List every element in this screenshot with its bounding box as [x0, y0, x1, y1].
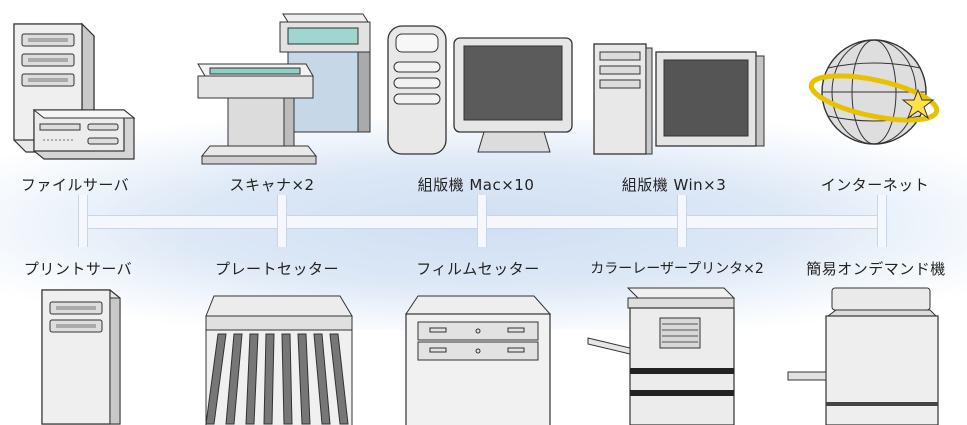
on-demand-printer-icon	[786, 284, 946, 425]
mac-computer-icon	[384, 22, 584, 162]
label-color-laser-printer: カラーレーザープリンタ×2	[590, 261, 764, 277]
label-print-server: プリントサーバ	[23, 260, 133, 278]
label-scanner: スキャナ×2	[229, 176, 315, 194]
filmsetter-icon	[404, 290, 554, 425]
connector-1	[78, 195, 88, 247]
label-typesetter-win: 組版機 Win×3	[621, 176, 727, 194]
label-on-demand: 簡易オンデマンド機	[806, 260, 946, 278]
color-laser-printer-icon	[584, 284, 754, 425]
label-file-server: ファイルサーバ	[20, 176, 130, 194]
label-internet: インターネット	[820, 176, 930, 194]
label-typesetter-mac: 組版機 Mac×10	[417, 176, 535, 194]
connector-3	[477, 195, 487, 247]
label-filmsetter: フィルムセッター	[416, 260, 540, 278]
internet-globe-icon	[808, 28, 948, 158]
connector-5	[877, 195, 887, 247]
windows-computer-icon	[590, 38, 770, 163]
connector-4	[677, 195, 687, 247]
print-server-icon	[36, 284, 146, 425]
platesetter-icon	[200, 288, 360, 425]
label-platesetter: プレートセッター	[214, 260, 340, 278]
connector-2	[277, 195, 287, 247]
scanner-icon	[188, 6, 378, 171]
file-server-icon	[4, 14, 154, 164]
